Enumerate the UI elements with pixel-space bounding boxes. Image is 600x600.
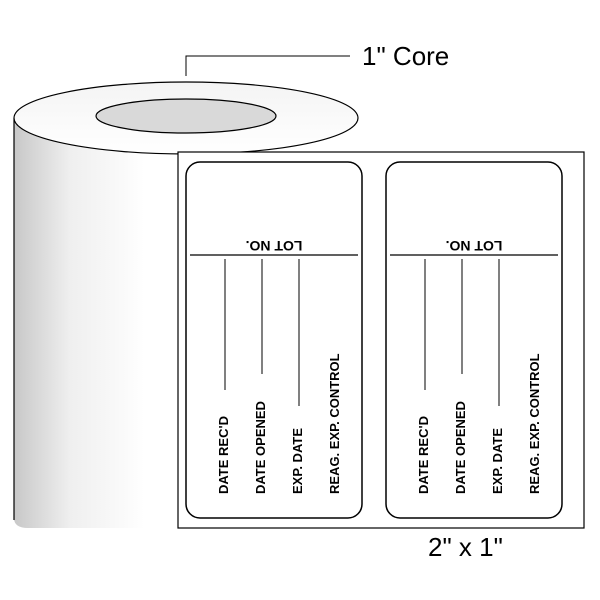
label-outline bbox=[185, 161, 363, 519]
field-label-exp-date: EXP. DATE bbox=[290, 428, 305, 494]
field-label-reag-exp-control: REAG. EXP. CONTROL bbox=[527, 353, 542, 494]
field-label-date-opened: DATE OPENED bbox=[253, 401, 268, 494]
field-label-date-opened: DATE OPENED bbox=[453, 401, 468, 494]
core-hole bbox=[95, 98, 277, 134]
label-outline bbox=[385, 161, 563, 519]
core-callout: 1" Core bbox=[362, 41, 449, 71]
label-1: LOT NO. DATE REC'D DATE OPENED EXP. DATE… bbox=[185, 161, 363, 519]
field-label-date-recd: DATE REC'D bbox=[416, 416, 431, 494]
field-label-exp-date: EXP. DATE bbox=[490, 428, 505, 494]
lot-no-text: LOT NO. bbox=[246, 238, 303, 254]
core-leader-line bbox=[185, 55, 350, 76]
lot-no-text: LOT NO. bbox=[446, 238, 503, 254]
field-label-reag-exp-control: REAG. EXP. CONTROL bbox=[327, 353, 342, 494]
label-2: LOT NO. DATE REC'D DATE OPENED EXP. DATE… bbox=[385, 161, 563, 519]
field-label-date-recd: DATE REC'D bbox=[216, 416, 231, 494]
size-callout: 2" x 1" bbox=[428, 532, 503, 562]
